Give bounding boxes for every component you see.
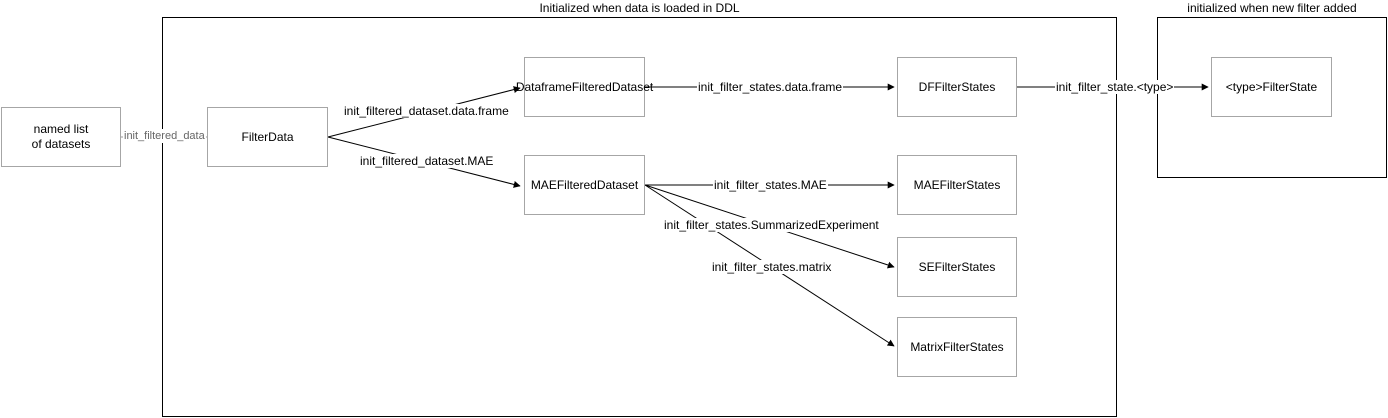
se-filter-states-node[interactable]: SEFilterStates: [897, 237, 1017, 297]
ddl-init-group-title: Initialized when data is loaded in DDL: [539, 1, 740, 15]
edge-label-init-filter-states-matrix: init_filter_states.matrix: [711, 260, 833, 274]
edge-label-init-filter-states-mae: init_filter_states.MAE: [713, 178, 828, 192]
mae-filtered-dataset-node[interactable]: MAEFilteredDataset: [524, 155, 645, 215]
filter-init-group-title: initialized when new filter added: [1187, 1, 1357, 15]
dataframe-filtered-dataset-node[interactable]: DataframeFilteredDataset: [516, 57, 653, 117]
filterdata-node[interactable]: FilterData: [207, 107, 328, 167]
matrix-filter-states-node[interactable]: MatrixFilterStates: [897, 317, 1017, 377]
type-filter-state-node[interactable]: <type>FilterState: [1211, 57, 1332, 117]
mae-filter-states-node[interactable]: MAEFilterStates: [897, 155, 1017, 215]
named-list-node[interactable]: named list of datasets: [1, 107, 121, 167]
edge-label-init-filter-state-type: init_filter_state.<type>: [1055, 80, 1175, 94]
filter-init-group: [1157, 17, 1387, 178]
edge-label-init-filtered-dataset-mae: init_filtered_dataset.MAE: [359, 154, 495, 168]
edge-label-init-filter-states-df: init_filter_states.data.frame: [697, 80, 844, 94]
edge-label-init-filtered-data: init_filtered_data: [123, 129, 206, 143]
edge-label-init-filter-states-se: init_filter_states.SummarizedExperiment: [663, 218, 880, 232]
edge-label-init-filtered-dataset-df: init_filtered_dataset.data.frame: [343, 104, 510, 118]
df-filter-states-node[interactable]: DFFilterStates: [897, 57, 1017, 117]
ddl-init-group: [162, 17, 1117, 417]
